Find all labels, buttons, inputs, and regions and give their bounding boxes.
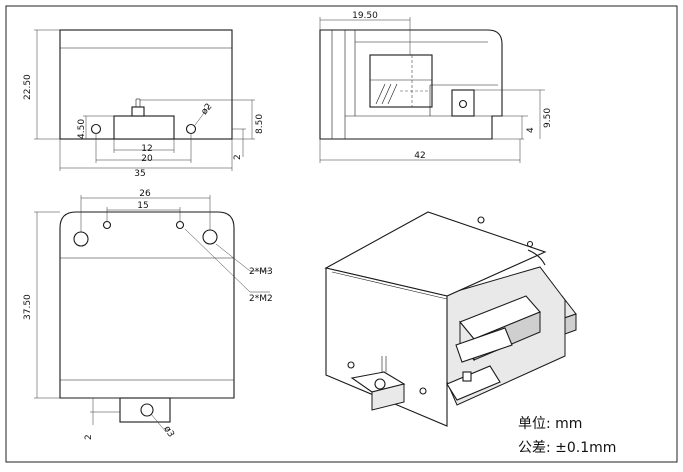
front-width-20-label: 20 bbox=[141, 154, 153, 164]
top-right-m3-hole bbox=[202, 229, 218, 245]
front-connector bbox=[113, 115, 175, 140]
front-width-total-label: 35 bbox=[134, 169, 145, 179]
top-width-26-label: 26 bbox=[139, 189, 151, 199]
front-right-hole bbox=[185, 123, 197, 135]
top-body bbox=[59, 211, 235, 399]
side-top-length-label: 19.50 bbox=[352, 11, 378, 21]
front-left-hole bbox=[90, 123, 102, 135]
top-width-15-label: 15 bbox=[137, 201, 148, 211]
top-offset-2-label: 2 bbox=[84, 434, 94, 440]
top-left-m3-hole bbox=[73, 231, 89, 247]
sheet-border bbox=[5, 5, 678, 463]
top-height-37-50-label: 37.50 bbox=[23, 294, 33, 320]
side-inner-block bbox=[369, 54, 433, 108]
tolerance-note: 公差: ±0.1mm bbox=[518, 440, 617, 456]
top-right-m2-hole bbox=[175, 220, 185, 230]
m3-holes-label: 2*M3 bbox=[249, 267, 273, 277]
top-hole-dia-label: ø3 bbox=[161, 425, 175, 440]
side-total-length-label: 42 bbox=[414, 151, 425, 161]
side-height-4-label: 4 bbox=[526, 127, 536, 133]
top-left-m2-hole bbox=[102, 220, 112, 230]
side-view: 19.50 42 9.50 4 bbox=[319, 11, 553, 163]
front-width-12-label: 12 bbox=[141, 144, 152, 154]
side-height-9-50-label: 9.50 bbox=[543, 108, 553, 128]
isometric-view bbox=[324, 211, 577, 427]
front-height-label: 22.50 bbox=[23, 74, 33, 100]
front-height-4-50-label: 4.50 bbox=[77, 119, 87, 139]
top-view: 26 15 37.50 2*M3 2*M2 2 ø3 bbox=[23, 189, 273, 440]
m2-holes-label: 2*M2 bbox=[249, 294, 273, 304]
iso-front-face bbox=[325, 267, 448, 427]
front-view: 22.50 35 20 12 ø2 8.50 4.50 2 bbox=[23, 29, 265, 179]
front-height-8-50-label: 8.50 bbox=[255, 114, 265, 134]
front-offset-2-label: 2 bbox=[233, 154, 243, 160]
units-note: 单位: mm bbox=[518, 416, 583, 432]
